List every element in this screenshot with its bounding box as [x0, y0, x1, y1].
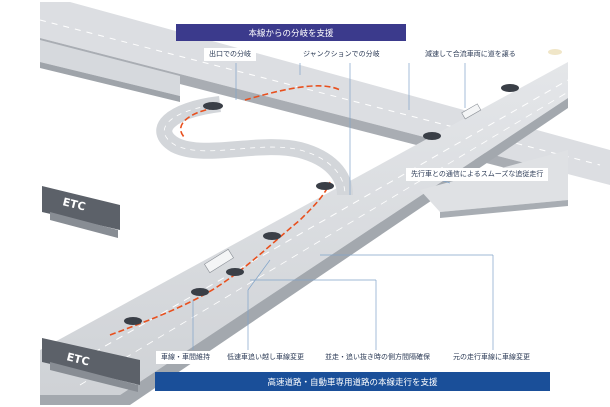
exit-loop: [156, 96, 353, 196]
etc-sign-upper: ETC: [61, 195, 87, 213]
car: [226, 268, 244, 276]
label-exit-branch: 出口での分岐: [204, 48, 256, 61]
label-slow-for-merge: 減速して合流車両に道を譲る: [420, 48, 521, 61]
car: [316, 182, 334, 190]
car: [191, 288, 209, 296]
top-banner: 本線からの分岐を支援: [176, 24, 406, 41]
bottom-banner: 高速道路・自動車専用道路の本線走行を支援: [155, 372, 550, 391]
trajectory-main: [109, 181, 331, 336]
car: [501, 84, 519, 92]
car: [203, 102, 223, 110]
etc-sign-lower: ETC: [65, 350, 91, 368]
upper-left-road: [40, 40, 180, 102]
label-lane-keep: 車線・車間維持: [156, 351, 215, 364]
etc-booth-lower: ETC: [42, 338, 140, 392]
cars: [124, 49, 562, 325]
car: [423, 132, 441, 140]
trajectory-exit: [179, 107, 216, 139]
main-highway: [40, 62, 569, 405]
car: [548, 49, 562, 55]
truck: [461, 103, 482, 120]
label-return-lane: 元の走行車線に車線変更: [448, 351, 535, 364]
label-junction-branch: ジャンクションでの分岐: [298, 48, 385, 61]
label-overtake-slow: 低速車追い越し車線変更: [222, 351, 309, 364]
label-comm-follow: 先行車との通信によるスムーズな追従走行: [406, 168, 549, 181]
etc-booth-upper: ETC: [42, 186, 120, 238]
trajectory-junction: [244, 85, 341, 101]
car: [124, 317, 142, 325]
car: [263, 232, 281, 240]
label-side-gap: 並走・追い抜き時の側方間隔確保: [320, 351, 435, 364]
lower-ramp: [420, 150, 568, 218]
truck: [204, 248, 234, 274]
